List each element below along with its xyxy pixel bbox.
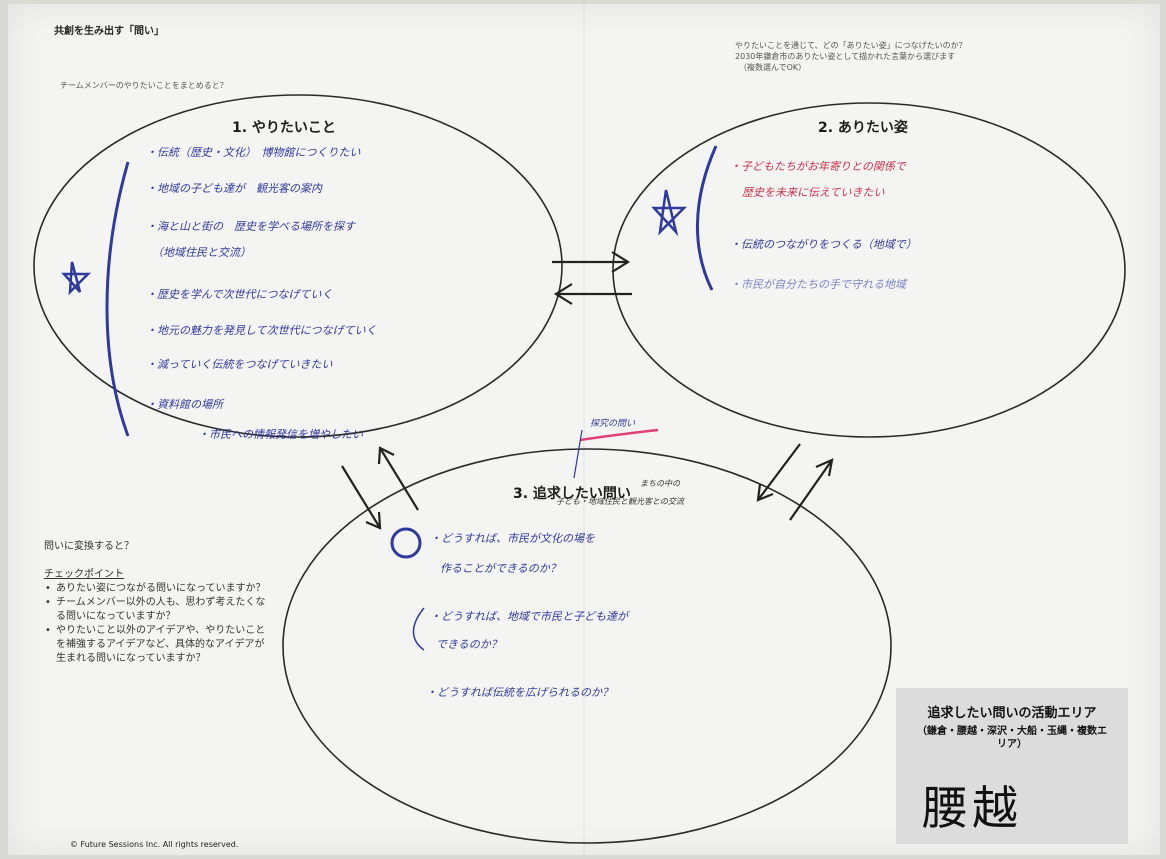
circle-3-outline: [282, 448, 892, 844]
paper-fold: [583, 4, 585, 855]
note-c2: ・子どもたちがお年寄りとの関係で: [730, 160, 906, 173]
bracket-circle-2: [695, 145, 718, 291]
callout-label: 探究の問い: [590, 419, 636, 429]
circle-2-title: 2. ありたい姿: [818, 120, 908, 136]
callout-underline: [579, 428, 659, 442]
note-c1: ・海と山と街の 歴史を学べる場所を探す: [146, 220, 355, 233]
right-prompt-line: （複数選んでOK）: [739, 63, 807, 72]
note-c1: （地域住民と交流）: [152, 246, 251, 259]
checkpoint-item: やりたいこと以外のアイデアや、やりたいことを補強するアイデアなど、具体的なアイデ…: [45, 624, 266, 666]
arrow-3-to-1: [377, 446, 419, 511]
highlight-circle-mark: [390, 527, 422, 559]
note-c3: ・どうすれば伝統を広げられるのか？: [426, 686, 613, 699]
circle-2-outline: [612, 102, 1126, 438]
copyright: © Future Sessions Inc. All rights reserv…: [70, 840, 239, 849]
note-c1: ・市民への情報発信を増やしたい: [198, 428, 363, 441]
side-note: 子ども・地域住民と観光客との交流: [556, 497, 684, 506]
note-c2: 歴史を未来に伝えていきたい: [742, 186, 885, 199]
checkpoint-prompt: 問いに変換すると？: [44, 541, 134, 552]
arrow-3-to-2: [789, 458, 834, 521]
right-prompt-line: やりたいことを通じて、どの「ありたい姿」につなげたいのか？: [735, 41, 967, 50]
team-prompt: チームメンバーのやりたいことをまとめると？: [60, 81, 228, 90]
checkpoint-item: ありたい姿につながる問いになっていますか？: [45, 582, 266, 596]
arrow-1-to-2: [552, 251, 631, 273]
star-icon: [61, 261, 92, 296]
circle-1-title: 1. やりたいこと: [232, 120, 336, 136]
note-c3: ・どうすれば、市民が文化の場を: [430, 532, 595, 545]
checkpoint-item: チームメンバー以外の人も、思わず考えたくなる問いになっていますか？: [45, 596, 266, 624]
note-c3: ・どうすれば、地域で市民と子ども達が: [430, 610, 628, 623]
star-icon: [651, 189, 688, 237]
note-c3: 作ることができるのか？: [440, 562, 561, 575]
sheet-title: 共創を生み出す「問い」: [54, 26, 164, 37]
arrow-1-to-3: [341, 465, 382, 530]
circle-3-title: 3. 追求したい問い: [513, 486, 631, 502]
bracket-circle-3: [412, 607, 425, 651]
note-c1: ・伝統（歴史・文化） 博物館につくりたい: [146, 146, 361, 159]
area-title: 追求したい問いの活動エリア: [927, 706, 1097, 721]
note-c1: ・地元の魅力を発見して次世代につなげていく: [146, 324, 377, 337]
note-c1: ・減っていく伝統をつなげていきたい: [146, 358, 333, 371]
note-c2: ・伝統のつながりをつくる（地域で）: [730, 238, 917, 251]
note-c1: ・歴史を学んで次世代につなげていく: [146, 288, 333, 301]
note-c2: ・市民が自分たちの手で守れる地域: [730, 278, 906, 291]
note-c1: ・地域の子ども達が 観光客の案内: [146, 182, 322, 195]
note-c3: できるのか？: [436, 638, 502, 651]
right-prompt-line: 2030年鎌倉市のありたい姿として描かれた言葉から選びます: [735, 52, 956, 61]
area-subtitle: （鎌倉・腰越・深沢・大船・玉縄・複数エリア）: [917, 726, 1107, 750]
circle-1-outline: [33, 94, 563, 438]
arrow-2-to-3: [756, 443, 801, 502]
checkpoints-panel: 問いに変換すると？ チェックポイント ありたい姿につながる問いになっていますか？…: [44, 540, 266, 666]
area-value: 腰越: [922, 781, 1022, 835]
bracket-circle-1: [105, 161, 130, 437]
arrow-2-to-1: [553, 283, 632, 305]
note-c1: ・資料館の場所: [146, 398, 223, 411]
callout-leader: [573, 429, 583, 479]
side-note: まちの中の: [640, 479, 680, 488]
checkpoint-list: ありたい姿につながる問いになっていますか？ チームメンバー以外の人も、思わず考え…: [44, 582, 266, 666]
right-prompt: やりたいことを通じて、どの「ありたい姿」につなげたいのか？ 2030年鎌倉市のあ…: [735, 40, 1135, 73]
checkpoint-heading: チェックポイント: [44, 569, 124, 580]
activity-area-box: 追求したい問いの活動エリア （鎌倉・腰越・深沢・大船・玉縄・複数エリア） 腰越: [896, 688, 1128, 844]
